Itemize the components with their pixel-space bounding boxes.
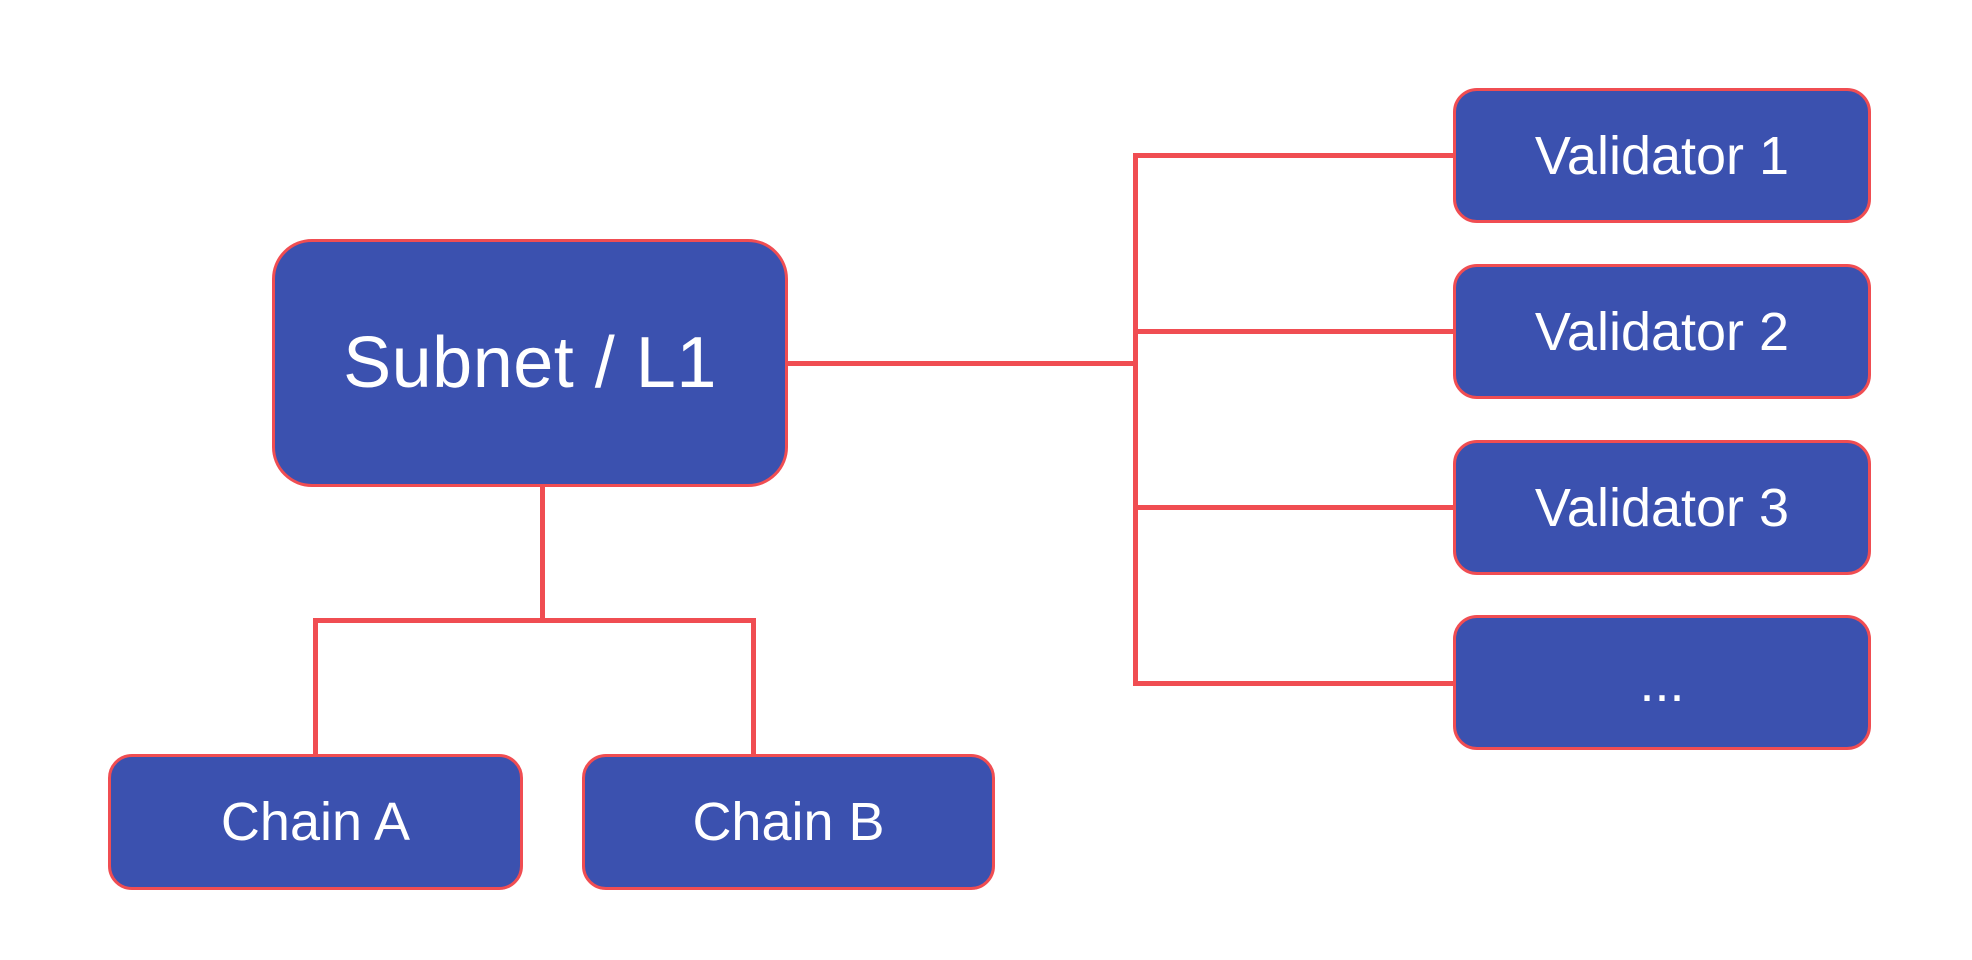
connector-subnet-to-trunk: [786, 361, 1138, 366]
validator-3-label: Validator 3: [1534, 477, 1790, 538]
validator-more-label: ...: [1639, 652, 1685, 713]
validator-2-node: Validator 2: [1453, 264, 1871, 399]
validator-1-node: Validator 1: [1453, 88, 1871, 223]
connector-subnet-down: [540, 485, 545, 623]
chain-b-label: Chain B: [692, 792, 885, 852]
validator-more-node: ...: [1453, 615, 1871, 750]
connector-branch-validator-3: [1133, 505, 1455, 510]
chain-b-node: Chain B: [582, 754, 995, 890]
validator-2-label: Validator 2: [1534, 301, 1790, 362]
chain-a-node: Chain A: [108, 754, 523, 890]
connector-branch-validator-2: [1133, 329, 1455, 334]
connector-chain-b-down: [751, 618, 756, 756]
connector-branch-validator-1: [1133, 153, 1455, 158]
connector-chain-a-down: [313, 618, 318, 756]
connector-validator-trunk: [1133, 153, 1138, 686]
validator-1-label: Validator 1: [1534, 125, 1790, 186]
connector-chain-bar: [313, 618, 756, 623]
chain-a-label: Chain A: [220, 792, 411, 852]
subnet-l1-label: Subnet / L1: [343, 323, 717, 403]
validator-3-node: Validator 3: [1453, 440, 1871, 575]
connector-branch-validator-more: [1133, 681, 1455, 686]
subnet-l1-node: Subnet / L1: [272, 239, 788, 487]
